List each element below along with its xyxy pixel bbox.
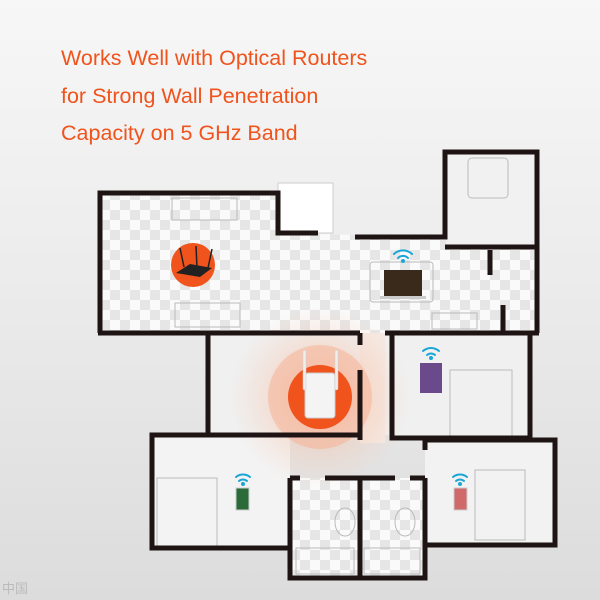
phone-icon (453, 487, 468, 511)
wifi-icon (422, 347, 440, 360)
wifi-icon (452, 473, 468, 486)
wifi-icon (235, 473, 251, 486)
headline: Works Well with Optical Routers for Stro… (61, 40, 367, 153)
headline-line-1: Works Well with Optical Routers (61, 46, 368, 70)
wifi-icon (393, 249, 413, 263)
headline-line-2: for Strong Wall Penetration (61, 83, 319, 108)
watermark: 中国 (2, 582, 29, 597)
walls (97, 149, 558, 581)
router-icon (171, 243, 215, 287)
tablet-icon (420, 363, 442, 393)
range-extender-icon (288, 349, 352, 429)
laptop-icon (380, 270, 426, 299)
headline-line-3: Capacity on 5 GHz Band (61, 121, 298, 145)
phone-icon (235, 487, 250, 511)
